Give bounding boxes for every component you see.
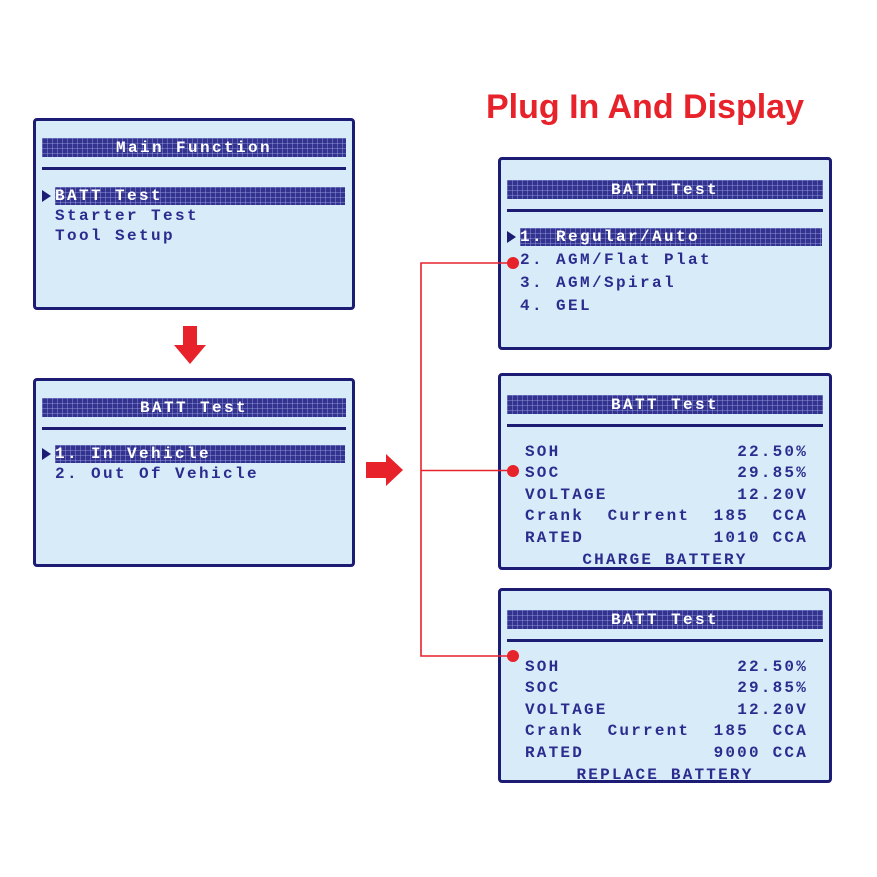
menu-item-label: BATT Test [55,187,345,205]
result-row-soh: SOH 22.50% [525,656,808,678]
title-divider [507,424,823,427]
result-label: VOLTAGE [525,700,608,719]
lcd-title-bar: BATT Test [507,180,823,199]
verdict-text: CHARGE BATTERY [582,550,748,569]
menu-item-in-vehicle: 1. In Vehicle [36,444,352,464]
lcd-title-bar: BATT Test [507,610,823,629]
menu-list: 1. Regular/Auto 2. AGM/Flat Plat 3. AGM/… [501,225,829,317]
result-value: 29.85% [737,464,808,483]
menu-item-agm-flat-plat: 2. AGM/Flat Plat [501,248,829,271]
result-label: SOH [525,442,561,461]
menu-item-out-of-vehicle: 2. Out Of Vehicle [36,464,352,484]
result-value: 185 CCA [713,722,808,741]
cursor-icon [42,190,51,202]
menu-item-label: 1. In Vehicle [55,445,345,463]
menu-item-tool-setup: Tool Setup [36,226,352,246]
screen-main-function: Main Function BATT Test Starter Test Too… [33,118,355,310]
menu-item-agm-spiral: 3. AGM/Spiral [501,271,829,294]
result-row-crank-current: Crank Current 185 CCA [525,506,808,528]
result-row-rated: RATED 9000 CCA [525,742,808,764]
result-value: 22.50% [737,657,808,676]
result-value: 1010 CCA [713,528,808,547]
menu-list: BATT Test Starter Test Tool Setup [36,186,352,246]
cursor-icon [507,230,516,243]
title-divider [42,427,346,430]
result-value: 12.20V [737,485,808,504]
result-row-rated: RATED 1010 CCA [525,527,808,549]
menu-list: 1. In Vehicle 2. Out Of Vehicle [36,444,352,484]
result-row-voltage: VOLTAGE 12.20V [525,699,808,721]
result-value: 9000 CCA [713,743,808,762]
result-table: SOH 22.50% SOC 29.85% VOLTAGE 12.20V Cra… [525,656,808,764]
result-row-soc: SOC 29.85% [525,463,808,485]
result-label: RATED [525,528,585,547]
result-value: 185 CCA [713,507,808,526]
menu-item-starter-test: Starter Test [36,206,352,226]
result-row-soh: SOH 22.50% [525,441,808,463]
result-label: VOLTAGE [525,485,608,504]
down-arrow-icon [174,326,206,364]
menu-item-gel: 4. GEL [501,294,829,317]
lcd-title-bar: BATT Test [42,398,346,417]
result-row-voltage: VOLTAGE 12.20V [525,484,808,506]
cursor-icon [42,448,51,460]
lcd-title-bar: BATT Test [507,395,823,414]
menu-item-batt-test: BATT Test [36,186,352,206]
screen-result-replace: BATT Test SOH 22.50% SOC 29.85% VOLTAGE … [498,588,832,784]
right-arrow-icon [366,454,403,486]
result-value: 12.20V [737,700,808,719]
result-row-soc: SOC 29.85% [525,678,808,700]
menu-item-label: 1. Regular/Auto [520,227,822,246]
result-value: 22.50% [737,442,808,461]
result-value: 29.85% [737,679,808,698]
menu-item-label: Tool Setup [55,227,176,245]
result-label: Crank Current [525,507,691,526]
screen-result-charge: BATT Test SOH 22.50% SOC 29.85% VOLTAGE … [498,373,832,570]
screen-test-mode: BATT Test 1. In Vehicle 2. Out Of Vehicl… [33,378,355,567]
menu-item-label: 4. GEL [520,296,593,315]
menu-item-label: 3. AGM/Spiral [520,273,677,292]
title-divider [42,167,346,170]
menu-item-regular-auto: 1. Regular/Auto [501,225,829,248]
screen-battery-type: BATT Test 1. Regular/Auto 2. AGM/Flat Pl… [498,157,832,350]
title-divider [507,209,823,212]
lcd-title-bar: Main Function [42,138,346,157]
result-label: SOC [525,679,561,698]
result-label: Crank Current [525,722,691,741]
result-table: SOH 22.50% SOC 29.85% VOLTAGE 12.20V Cra… [525,441,808,549]
result-label: SOH [525,657,561,676]
page-title: Plug In And Display [486,88,804,126]
menu-item-label: 2. AGM/Flat Plat [520,250,713,269]
menu-item-label: Starter Test [55,207,200,225]
result-label: RATED [525,743,585,762]
result-label: SOC [525,464,561,483]
result-row-crank-current: Crank Current 185 CCA [525,721,808,743]
menu-item-label: 2. Out Of Vehicle [55,465,260,483]
title-divider [507,639,823,642]
verdict-text: REPLACE BATTERY [576,765,754,784]
